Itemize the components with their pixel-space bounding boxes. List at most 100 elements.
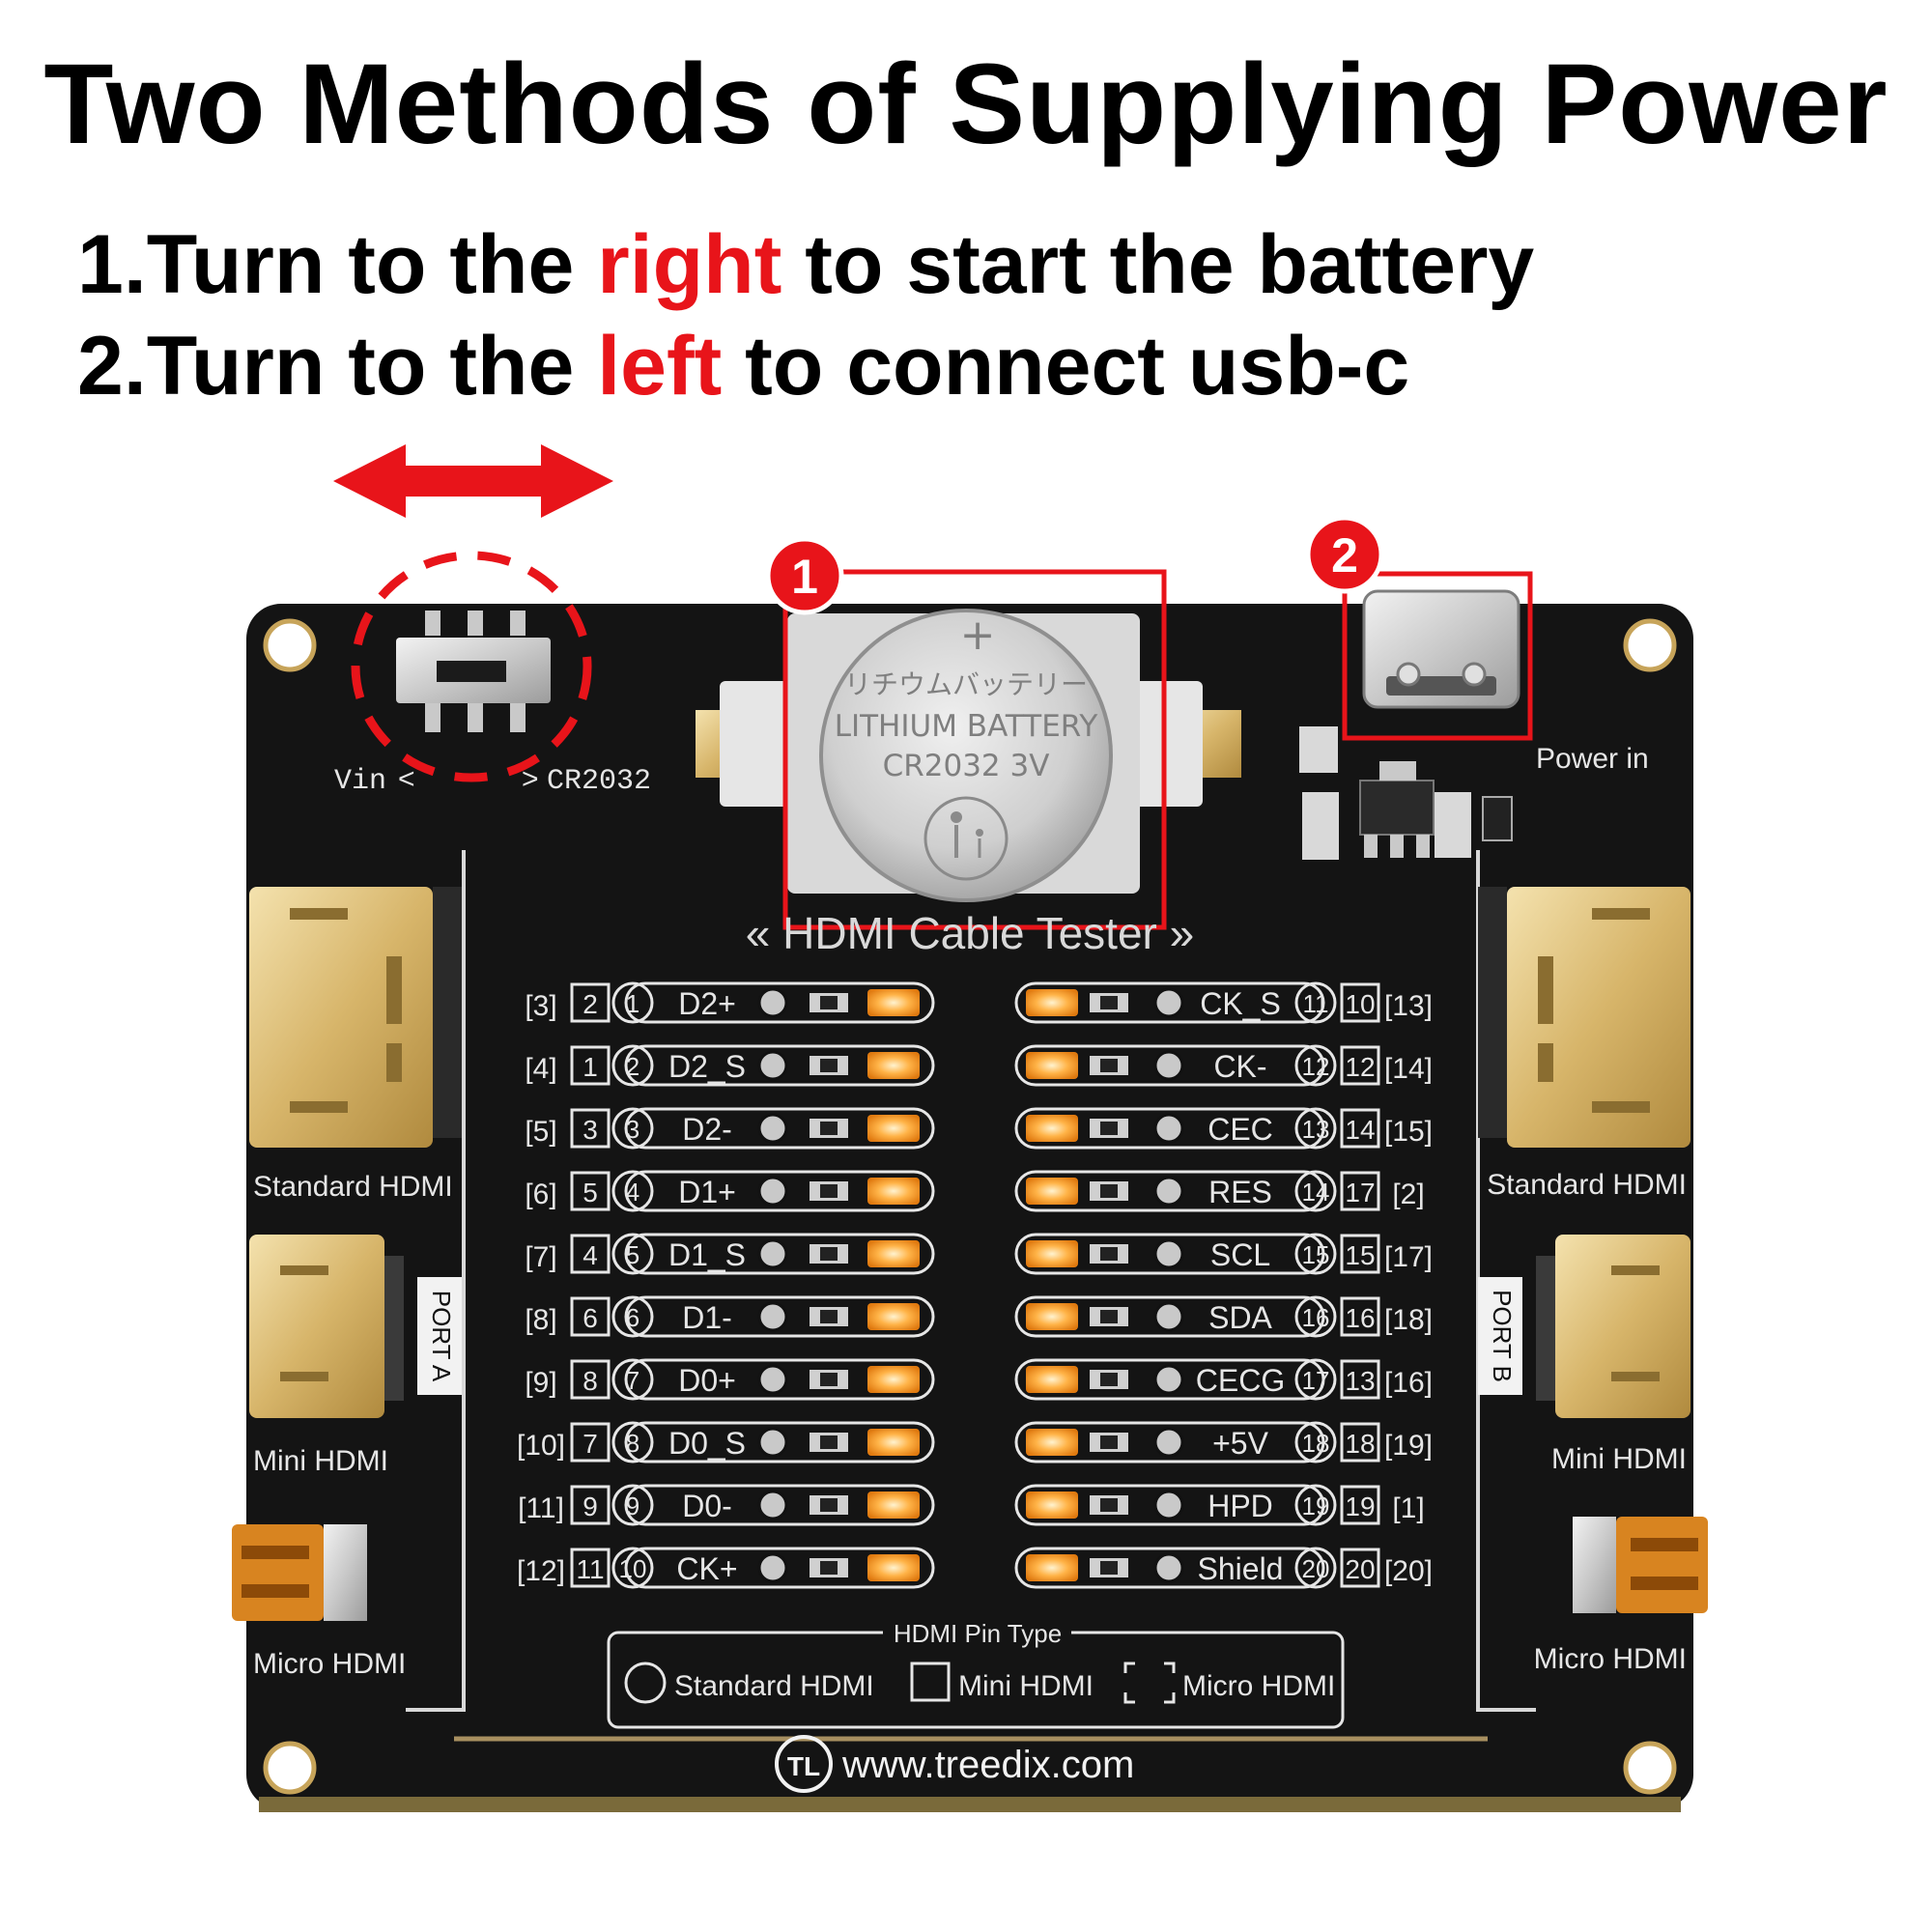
standard-pin-number: 10 [619, 1554, 647, 1583]
signal-label: +5V [1212, 1426, 1268, 1461]
micro-pin-number: [18] [1384, 1304, 1433, 1336]
standard-pin-number: 5 [626, 1240, 639, 1269]
test-point[interactable] [1153, 1364, 1184, 1395]
left-mini-hdmi-port[interactable] [249, 1235, 404, 1418]
test-point[interactable] [1153, 1490, 1184, 1520]
page-heading: Two Methods of Supplying Power [43, 41, 1889, 168]
micro-pin-number: [4] [525, 1053, 556, 1085]
test-point[interactable] [1153, 1301, 1184, 1332]
test-point[interactable] [757, 1050, 788, 1081]
right-mini-hdmi-port[interactable] [1536, 1235, 1690, 1418]
mini-pin-number: 11 [576, 1554, 604, 1584]
standard-pin-number: 17 [1302, 1366, 1330, 1395]
port-b-label: PORT B [1488, 1290, 1517, 1382]
test-point[interactable] [1153, 1238, 1184, 1269]
test-point[interactable] [1153, 1427, 1184, 1458]
test-point[interactable] [757, 1301, 788, 1332]
mini-pin-number: 6 [582, 1303, 598, 1333]
callout-1-icon: 1 [765, 536, 844, 615]
led-indicator [1026, 1492, 1078, 1519]
instruction-2: 2.Turn to the left to connect usb-c [77, 319, 1409, 414]
usb-highlight-box [1342, 571, 1533, 741]
standard-pin-number: 16 [1302, 1303, 1330, 1332]
led-indicator [1026, 989, 1078, 1016]
test-point[interactable] [757, 987, 788, 1018]
resistor [1090, 1119, 1128, 1138]
battery-label-model: CR2032 3V [883, 749, 1050, 783]
signal-label: CK_S [1200, 986, 1281, 1021]
standard-pin-number: 15 [1302, 1240, 1330, 1269]
mini-pin-number: 9 [582, 1492, 598, 1521]
mini-pin-number: 10 [1345, 989, 1375, 1019]
led-indicator [1026, 1115, 1078, 1142]
mini-pin-number: 14 [1345, 1115, 1375, 1145]
test-point[interactable] [1153, 1552, 1184, 1583]
switch-highlight-circle [351, 551, 592, 782]
micro-pin-number: [2] [1392, 1179, 1424, 1210]
right-micro-hdmi-port[interactable] [1573, 1517, 1708, 1613]
standard-pin-number: 18 [1302, 1429, 1330, 1458]
resistor [1090, 993, 1128, 1012]
test-point[interactable] [757, 1364, 788, 1395]
test-point[interactable] [757, 1113, 788, 1144]
resistor [1090, 1370, 1128, 1389]
test-point[interactable] [1153, 1050, 1184, 1081]
usb-c-connector[interactable] [1362, 589, 1520, 709]
test-point[interactable] [757, 1427, 788, 1458]
mounting-hole-icon [263, 618, 1677, 1795]
left-standard-hdmi-port[interactable] [249, 887, 462, 1148]
mini-pin-number: 15 [1345, 1240, 1375, 1270]
test-point[interactable] [1153, 1113, 1184, 1144]
signal-label: CEC [1208, 1112, 1273, 1147]
test-point[interactable] [757, 1238, 788, 1269]
battery-safety-icon [923, 796, 1009, 881]
led-indicator [867, 1366, 920, 1393]
instruction-2-prefix: 2.Turn to the [77, 320, 598, 412]
instruction-1-prefix: 1.Turn to the [77, 218, 598, 311]
standard-pin-number: 9 [626, 1492, 639, 1520]
resistor [1090, 1181, 1128, 1201]
coin-battery [819, 609, 1113, 902]
signal-label: D2+ [678, 986, 736, 1021]
legend-standard: Standard HDMI [674, 1670, 874, 1702]
standard-pin-number: 4 [626, 1178, 639, 1207]
micro-pin-number: [16] [1384, 1367, 1433, 1399]
right-micro-hdmi-label: Micro HDMI [1534, 1643, 1687, 1675]
signal-label: SCL [1210, 1237, 1270, 1272]
left-standard-hdmi-label: Standard HDMI [253, 1171, 453, 1203]
resistor [810, 1244, 848, 1264]
right-standard-hdmi-port[interactable] [1478, 887, 1690, 1148]
test-point[interactable] [757, 1490, 788, 1520]
slide-switch[interactable] [396, 611, 551, 732]
battery-plus-icon: + [960, 611, 996, 660]
switch-chevron-right-icon: > [522, 763, 539, 795]
test-point[interactable] [1153, 1176, 1184, 1207]
standard-pin-number: 7 [626, 1366, 639, 1395]
mini-pin-number: 12 [1345, 1052, 1375, 1082]
signal-label: Shield [1198, 1551, 1284, 1586]
signal-label: D0_S [668, 1426, 746, 1461]
test-point[interactable] [757, 1176, 788, 1207]
led-indicator [867, 1492, 920, 1519]
signal-label: CECG [1196, 1363, 1285, 1398]
test-point[interactable] [757, 1552, 788, 1583]
battery-label-type: LITHIUM BATTERY [835, 709, 1098, 744]
standard-pin-number: 8 [626, 1429, 639, 1458]
standard-pin-number: 19 [1302, 1492, 1330, 1520]
led-indicator [867, 1178, 920, 1205]
led-indicator [1026, 1303, 1078, 1330]
left-micro-hdmi-port[interactable] [232, 1524, 367, 1621]
switch-label-vin: Vin [334, 765, 386, 798]
resistor [810, 1181, 848, 1201]
test-point[interactable] [1153, 987, 1184, 1018]
resistor [810, 1370, 848, 1389]
resistor [810, 1119, 848, 1138]
